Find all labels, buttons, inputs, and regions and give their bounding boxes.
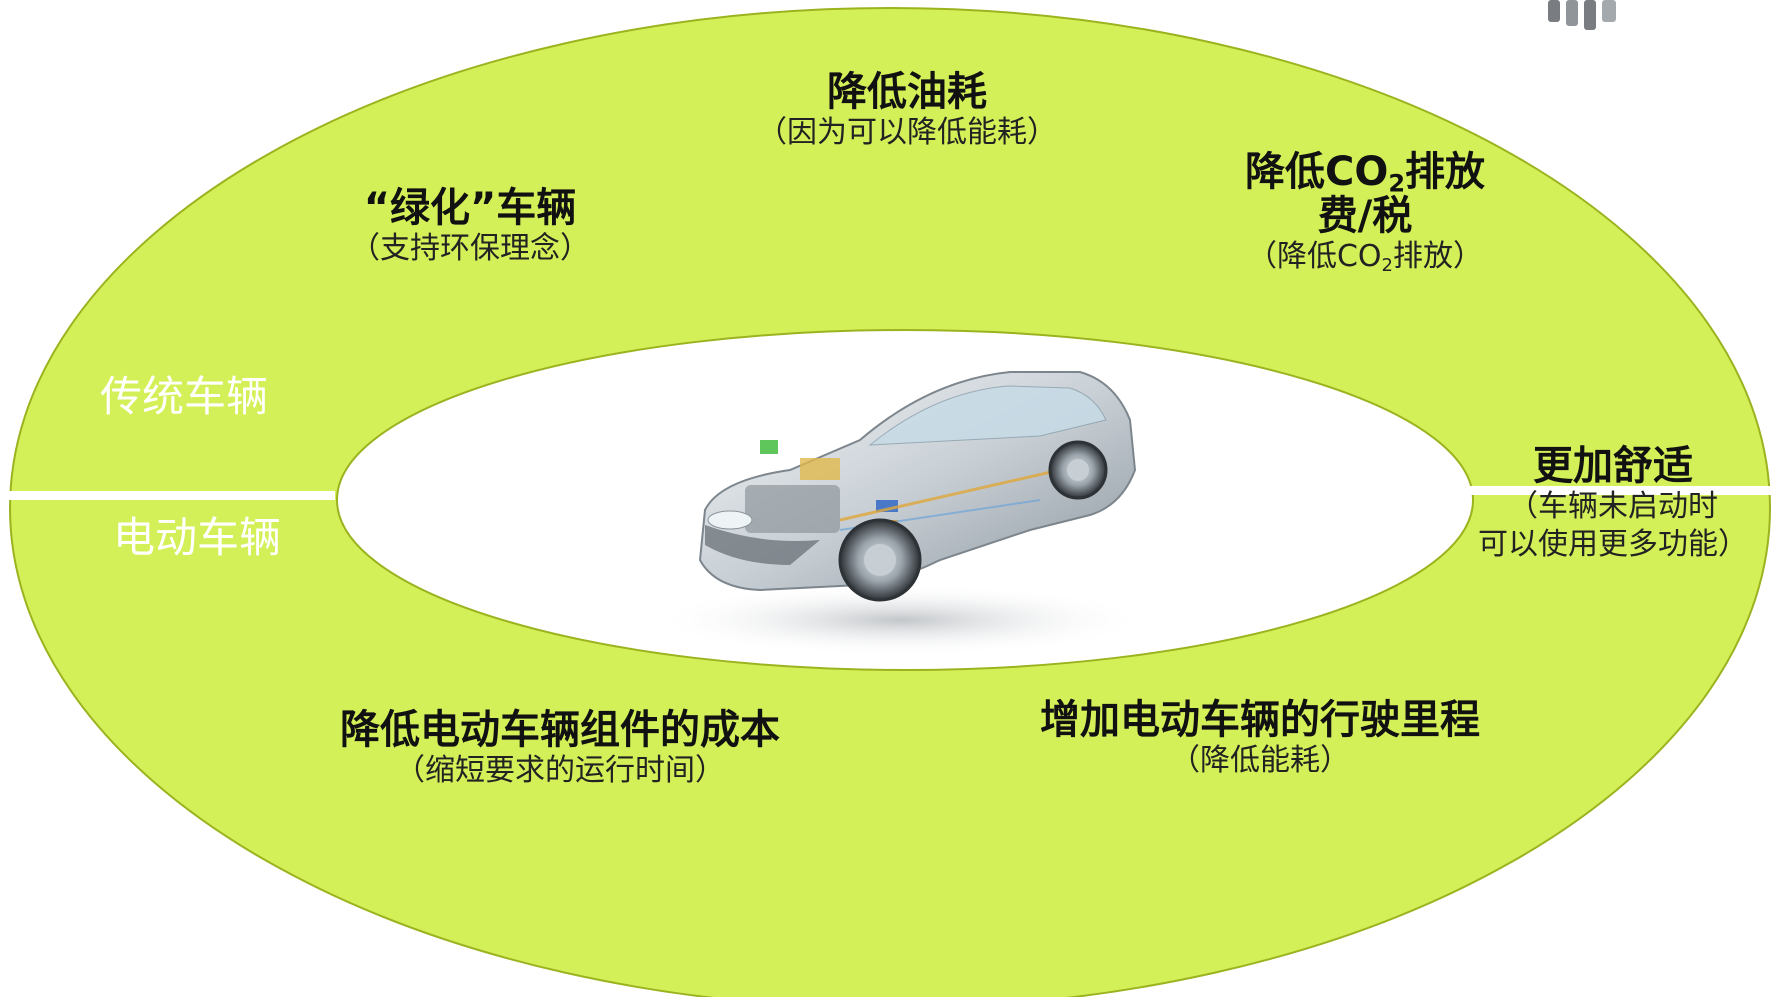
category-label-conventional: 传统车辆: [100, 372, 269, 421]
benefit-comfort-subtitle-line1: （车辆未启动时: [1508, 489, 1718, 524]
benefit-comfort: 更加舒适 （车辆未启动时 可以使用更多功能）: [1448, 444, 1778, 564]
category-divider-right: [1465, 486, 1781, 495]
benefit-cost-title: 降低电动车辆组件的成本: [340, 707, 780, 753]
benefit-range-subtitle: （降低能耗）: [1170, 743, 1350, 778]
benefit-cost: 降低电动车辆组件的成本 （缩短要求的运行时间）: [290, 708, 830, 790]
benefit-fuel-subtitle: （因为可以降低能耗）: [757, 115, 1057, 150]
benefit-green-subtitle: （支持环保理念）: [350, 231, 590, 266]
benefit-comfort-title: 更加舒适: [1533, 443, 1693, 489]
benefit-comfort-subtitle-line2: 可以使用更多功能）: [1478, 527, 1748, 562]
corner-decoration: [1548, 0, 1616, 30]
benefit-co2-subtitle: （降低CO2排放）: [1246, 239, 1483, 277]
car-illustration: [650, 371, 1150, 656]
category-divider-left: [0, 491, 335, 500]
category-label-electric: 电动车辆: [113, 513, 282, 562]
benefit-range: 增加电动车辆的行驶里程 （降低能耗）: [990, 698, 1530, 780]
benefit-co2-title: 降低CO2排放: [1244, 149, 1486, 198]
benefit-green-title: “绿化”车辆: [363, 185, 577, 231]
benefit-fuel: 降低油耗 （因为可以降低能耗）: [722, 70, 1092, 152]
benefit-co2-title-line2: 费/税: [1317, 193, 1413, 239]
benefit-cost-subtitle: （缩短要求的运行时间）: [395, 753, 725, 788]
benefit-green: “绿化”车辆 （支持环保理念）: [305, 186, 635, 268]
benefit-fuel-title: 降低油耗: [827, 69, 987, 115]
benefit-co2: 降低CO2排放 费/税 （降低CO2排放）: [1200, 150, 1530, 276]
benefit-range-title: 增加电动车辆的行驶里程: [1040, 697, 1480, 743]
